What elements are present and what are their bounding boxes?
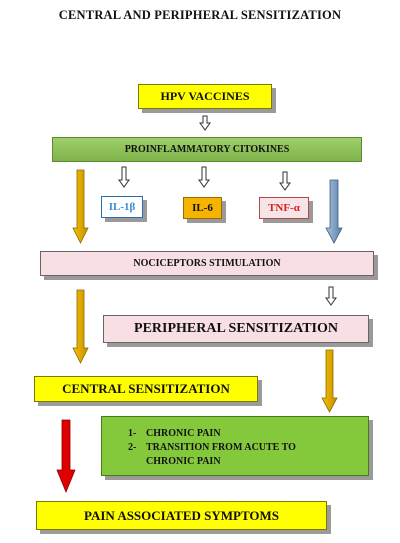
cytokines-box: PROINFLAMMATORY CITOKINES	[52, 137, 362, 162]
outcome-text: CHRONIC PAIN	[146, 428, 221, 439]
outcome-text: TRANSITION FROM ACUTE TO CHRONIC PAIN	[146, 442, 296, 467]
tnf-box: TNF-α	[259, 197, 309, 219]
hollow-arrow-to-tnf	[279, 171, 291, 191]
peripheral-sensitization-box: PERIPHERAL SENSITIZATION	[103, 315, 369, 343]
hpv-vaccines-label: HPV VACCINES	[160, 89, 250, 103]
nociceptors-label: NOCICEPTORS STIMULATION	[133, 258, 281, 269]
outcome-number: 1-	[128, 428, 137, 439]
pain-symptoms-label: PAIN ASSOCIATED SYMPTOMS	[83, 507, 280, 523]
gold-arrow-nociceptors-to-central	[72, 289, 89, 364]
blue-arrow-tnf-to-nociceptors	[325, 179, 343, 244]
peripheral-sensitization-label: PERIPHERAL SENSITIZATION	[134, 321, 338, 336]
hollow-arrow-to-il1b	[118, 166, 130, 188]
gold-arrow-peripheral-to-outcomes	[321, 349, 338, 413]
hollow-arrow-to-il6	[198, 166, 210, 188]
il1b-box: IL-1β	[101, 196, 143, 218]
gold-arrow-cytokines-to-nociceptors	[72, 169, 89, 244]
il6-label: IL-6	[192, 202, 213, 214]
red-arrow-central-to-pain	[56, 419, 76, 494]
hollow-arrow-hpv-to-cytokines	[199, 115, 211, 131]
central-sensitization-label: CENTRAL SENSITIZATION	[62, 381, 230, 396]
outcome-item-2: 2- TRANSITION FROM ACUTE TO CHRONIC PAIN	[128, 441, 368, 469]
central-sensitization-box: CENTRAL SENSITIZATION	[34, 376, 258, 402]
nociceptors-box: NOCICEPTORS STIMULATION	[40, 251, 374, 276]
hpv-vaccines-box: HPV VACCINES	[138, 84, 272, 109]
cytokines-label: PROINFLAMMATORY CITOKINES	[124, 144, 290, 155]
outcomes-box: 1- CHRONIC PAIN 2- TRANSITION FROM ACUTE…	[101, 416, 369, 476]
pain-symptoms-box: PAIN ASSOCIATED SYMPTOMS	[36, 501, 327, 530]
il6-box: IL-6	[183, 197, 222, 219]
hollow-arrow-to-peripheral	[325, 286, 337, 306]
tnf-label: TNF-α	[268, 202, 300, 214]
il1b-label: IL-1β	[108, 201, 136, 213]
diagram-title: CENTRAL AND PERIPHERAL SENSITIZATION	[58, 8, 342, 22]
outcome-item-1: 1- CHRONIC PAIN	[128, 427, 368, 441]
outcome-number: 2-	[128, 442, 137, 453]
